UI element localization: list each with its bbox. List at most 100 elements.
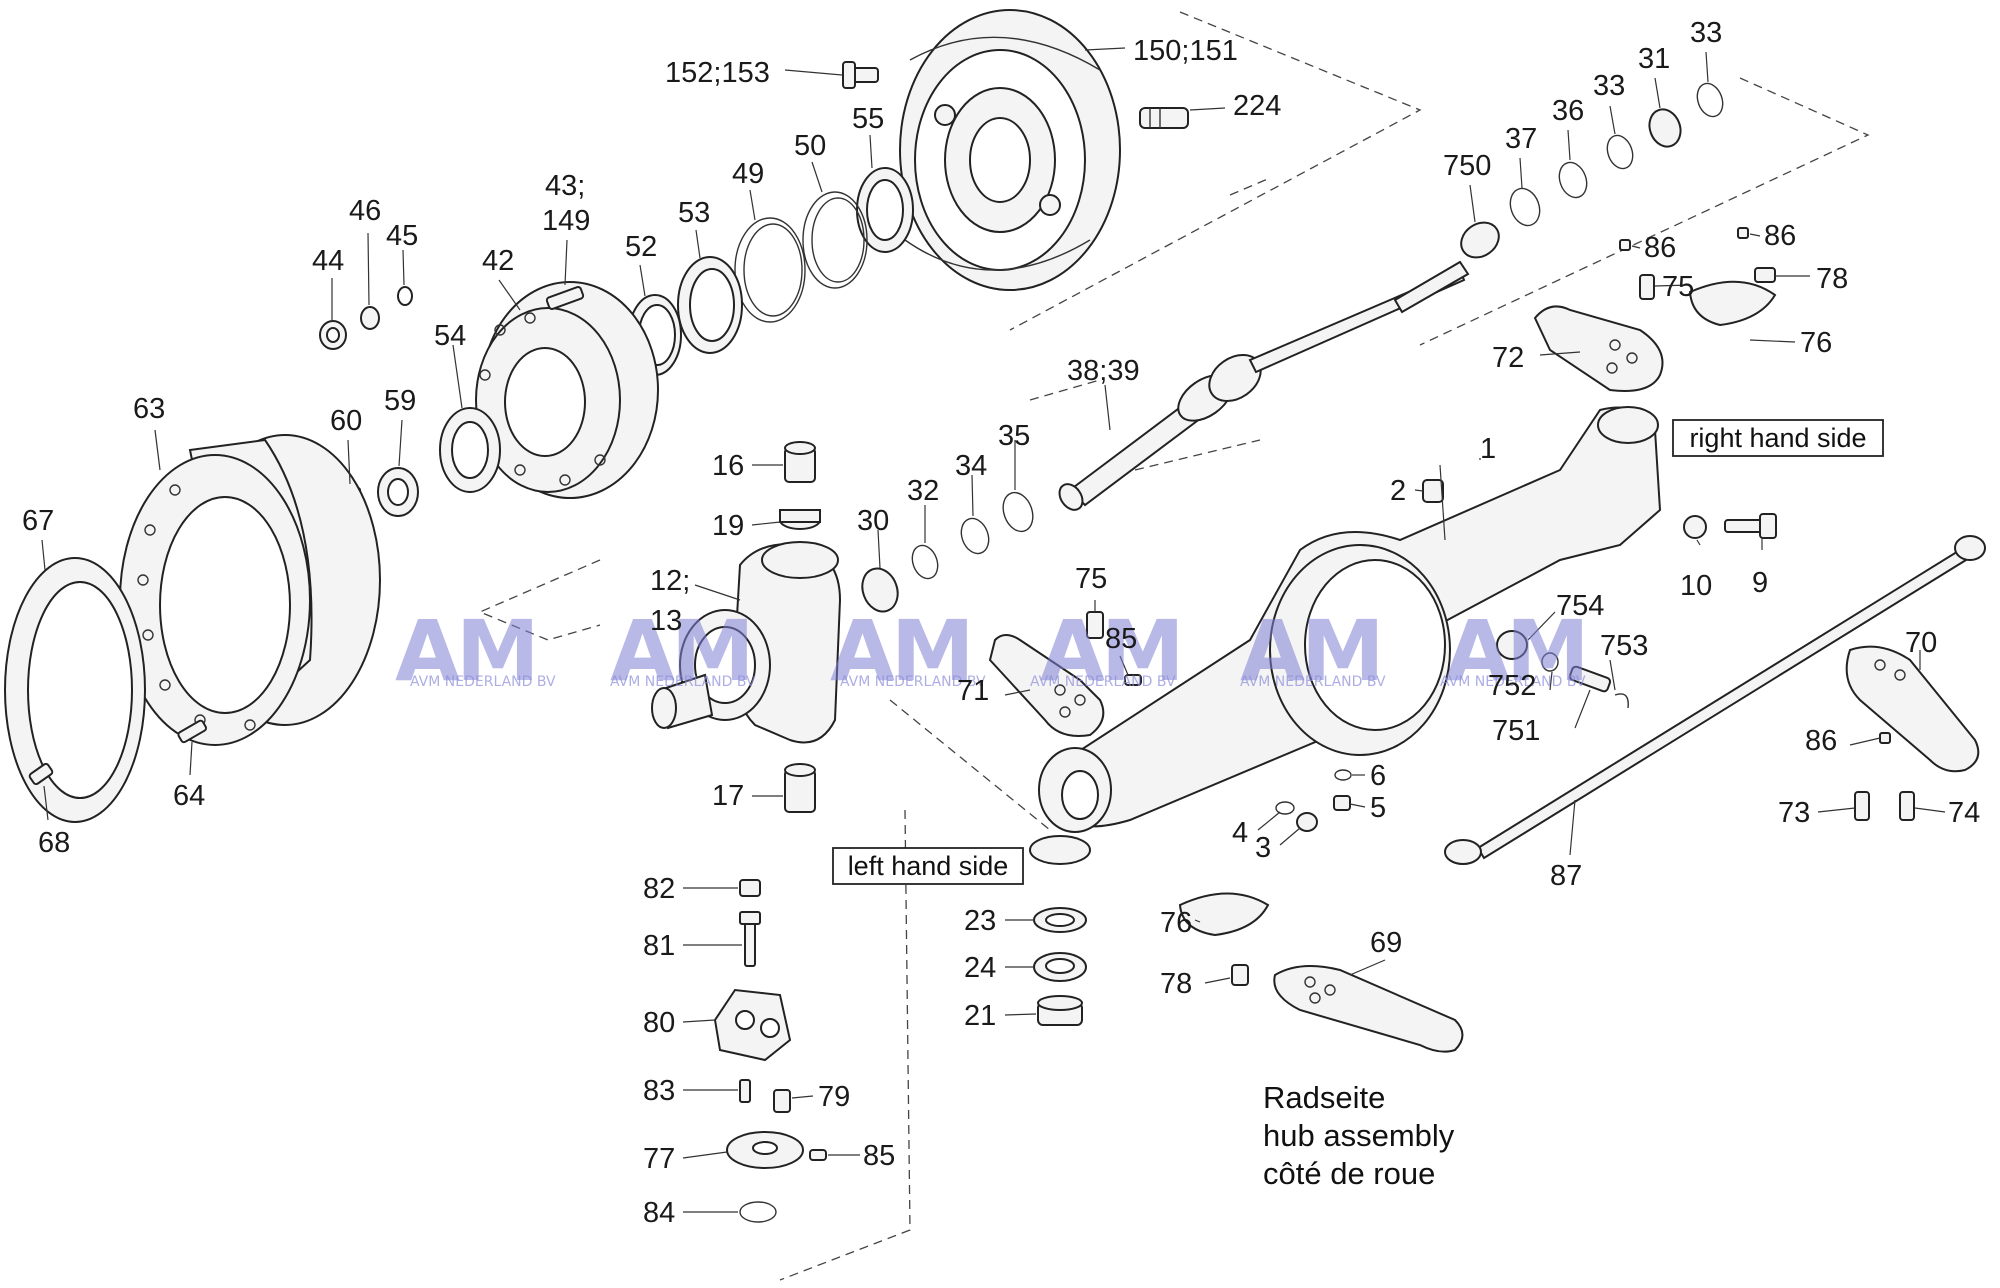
callout-152-153: 152;153 [665, 57, 770, 89]
callout-73: 73 [1778, 797, 1810, 829]
ring-31-part [1648, 108, 1682, 148]
ring-49-part [734, 217, 806, 323]
ring-32-part [911, 544, 939, 580]
plug-3-part [1296, 812, 1318, 832]
callout-86c: 86 [1805, 725, 1837, 757]
callout-2: 2 [1390, 475, 1406, 507]
grease-nipple-85b-part [809, 1149, 827, 1161]
ring-35-part [1002, 491, 1034, 533]
bolt-152-part [842, 61, 879, 89]
callout-17: 17 [712, 780, 744, 812]
callout-1: 1 [1480, 433, 1496, 465]
callout-78a: 78 [1816, 263, 1848, 295]
callout-85a: 85 [1105, 623, 1137, 655]
callout-752: 752 [1488, 670, 1536, 702]
callout-54: 54 [434, 320, 466, 352]
callout-84: 84 [643, 1197, 675, 1229]
kingpin-16-part [784, 441, 816, 483]
callout-59: 59 [384, 385, 416, 417]
bearing-21-part [1037, 995, 1083, 1026]
callout-70: 70 [1905, 627, 1937, 659]
nut-10-part [1683, 515, 1707, 539]
callout-74: 74 [1948, 797, 1980, 829]
callout-224: 224 [1233, 90, 1281, 122]
callout-12: 12; [650, 565, 690, 597]
cap-82-part [739, 879, 761, 897]
leader-lines [41, 47, 1946, 1213]
part-number-callouts: 152;153 150;151 224 55 50 49 53 52 43; 1… [22, 17, 1980, 1229]
callout-80: 80 [643, 1007, 675, 1039]
callout-45: 45 [386, 220, 418, 252]
svg-text:AVM NEDERLAND BV: AVM NEDERLAND BV [840, 674, 986, 690]
svg-text:AVM NEDERLAND BV: AVM NEDERLAND BV [610, 674, 756, 690]
callout-32: 32 [907, 475, 939, 507]
assembly-guide-lines [478, 11, 1870, 1281]
callout-50: 50 [794, 130, 826, 162]
kingpin-17-part [784, 763, 816, 813]
callout-23: 23 [964, 905, 996, 937]
callout-86a: 86 [1644, 232, 1676, 264]
callout-149: 149 [542, 205, 590, 237]
callout-83: 83 [643, 1075, 675, 1107]
bracket-80-part [713, 988, 792, 1062]
callout-42: 42 [482, 245, 514, 277]
washer-46-part [360, 306, 380, 330]
callout-10: 10 [1680, 570, 1712, 602]
bolt-73-part [1854, 791, 1870, 821]
left-hand-side-label: left hand side [832, 847, 1024, 885]
callout-75a: 75 [1662, 271, 1694, 303]
svg-text:right hand side: right hand side [1689, 423, 1866, 453]
callout-53: 53 [678, 197, 710, 229]
bolt-9-part [1724, 513, 1777, 539]
seal-24-part [1033, 952, 1087, 982]
ring-37-part [1509, 187, 1541, 227]
callout-751: 751 [1492, 715, 1540, 747]
stud-43-part [545, 286, 585, 310]
callout-67: 67 [22, 505, 54, 537]
callout-82: 82 [643, 873, 675, 905]
callout-77: 77 [643, 1143, 675, 1175]
grease-nipple-86b-part [1737, 227, 1749, 239]
callout-75b: 75 [1075, 563, 1107, 595]
plate-76b-part [1178, 892, 1270, 937]
callout-3: 3 [1255, 832, 1271, 864]
callout-63: 63 [133, 393, 165, 425]
callout-35: 35 [998, 420, 1030, 452]
callout-55: 55 [852, 103, 884, 135]
ring-33b-part [1696, 82, 1724, 118]
tie-rod-87-part [1444, 535, 1986, 865]
bearing-30-part [861, 567, 899, 613]
svg-text:AM: AM [830, 602, 971, 700]
seal-754-part [1496, 630, 1528, 660]
screw-68-part [28, 762, 54, 786]
grease-nipple-86a-part [1619, 239, 1631, 251]
callout-69: 69 [1370, 927, 1402, 959]
axle-housing-1-part [1029, 406, 1662, 865]
callout-60: 60 [330, 405, 362, 437]
callout-72: 72 [1492, 342, 1524, 374]
ring-36-part [1558, 161, 1588, 199]
steering-arm-69-part [1273, 965, 1464, 1053]
svg-text:AVM NEDERLAND BV: AVM NEDERLAND BV [1030, 674, 1176, 690]
callout-6: 6 [1370, 760, 1386, 792]
callout-86b: 86 [1764, 220, 1796, 252]
callout-5: 5 [1370, 792, 1386, 824]
steering-knuckle-12-13-part [651, 541, 842, 744]
drive-shaft-38-39-part [1058, 260, 1470, 511]
callout-64: 64 [173, 780, 205, 812]
brake-drum-63-part [119, 434, 381, 746]
callout-49: 49 [732, 158, 764, 190]
callout-37: 37 [1505, 123, 1537, 155]
svg-text:AM: AM [395, 602, 536, 700]
callout-31: 31 [1638, 43, 1670, 75]
seal-ring-55-part [856, 167, 914, 253]
callout-43: 43; [545, 170, 585, 202]
svg-text:AM: AM [1040, 602, 1181, 700]
callout-85b: 85 [863, 1140, 895, 1172]
plate-76a-part [1688, 280, 1777, 327]
circlip-753-part [1614, 693, 1629, 709]
screw-751-part [1568, 665, 1612, 693]
callout-9: 9 [1752, 567, 1768, 599]
steering-arm-70-part [1845, 645, 1980, 773]
svg-text:left hand side: left hand side [848, 851, 1009, 881]
